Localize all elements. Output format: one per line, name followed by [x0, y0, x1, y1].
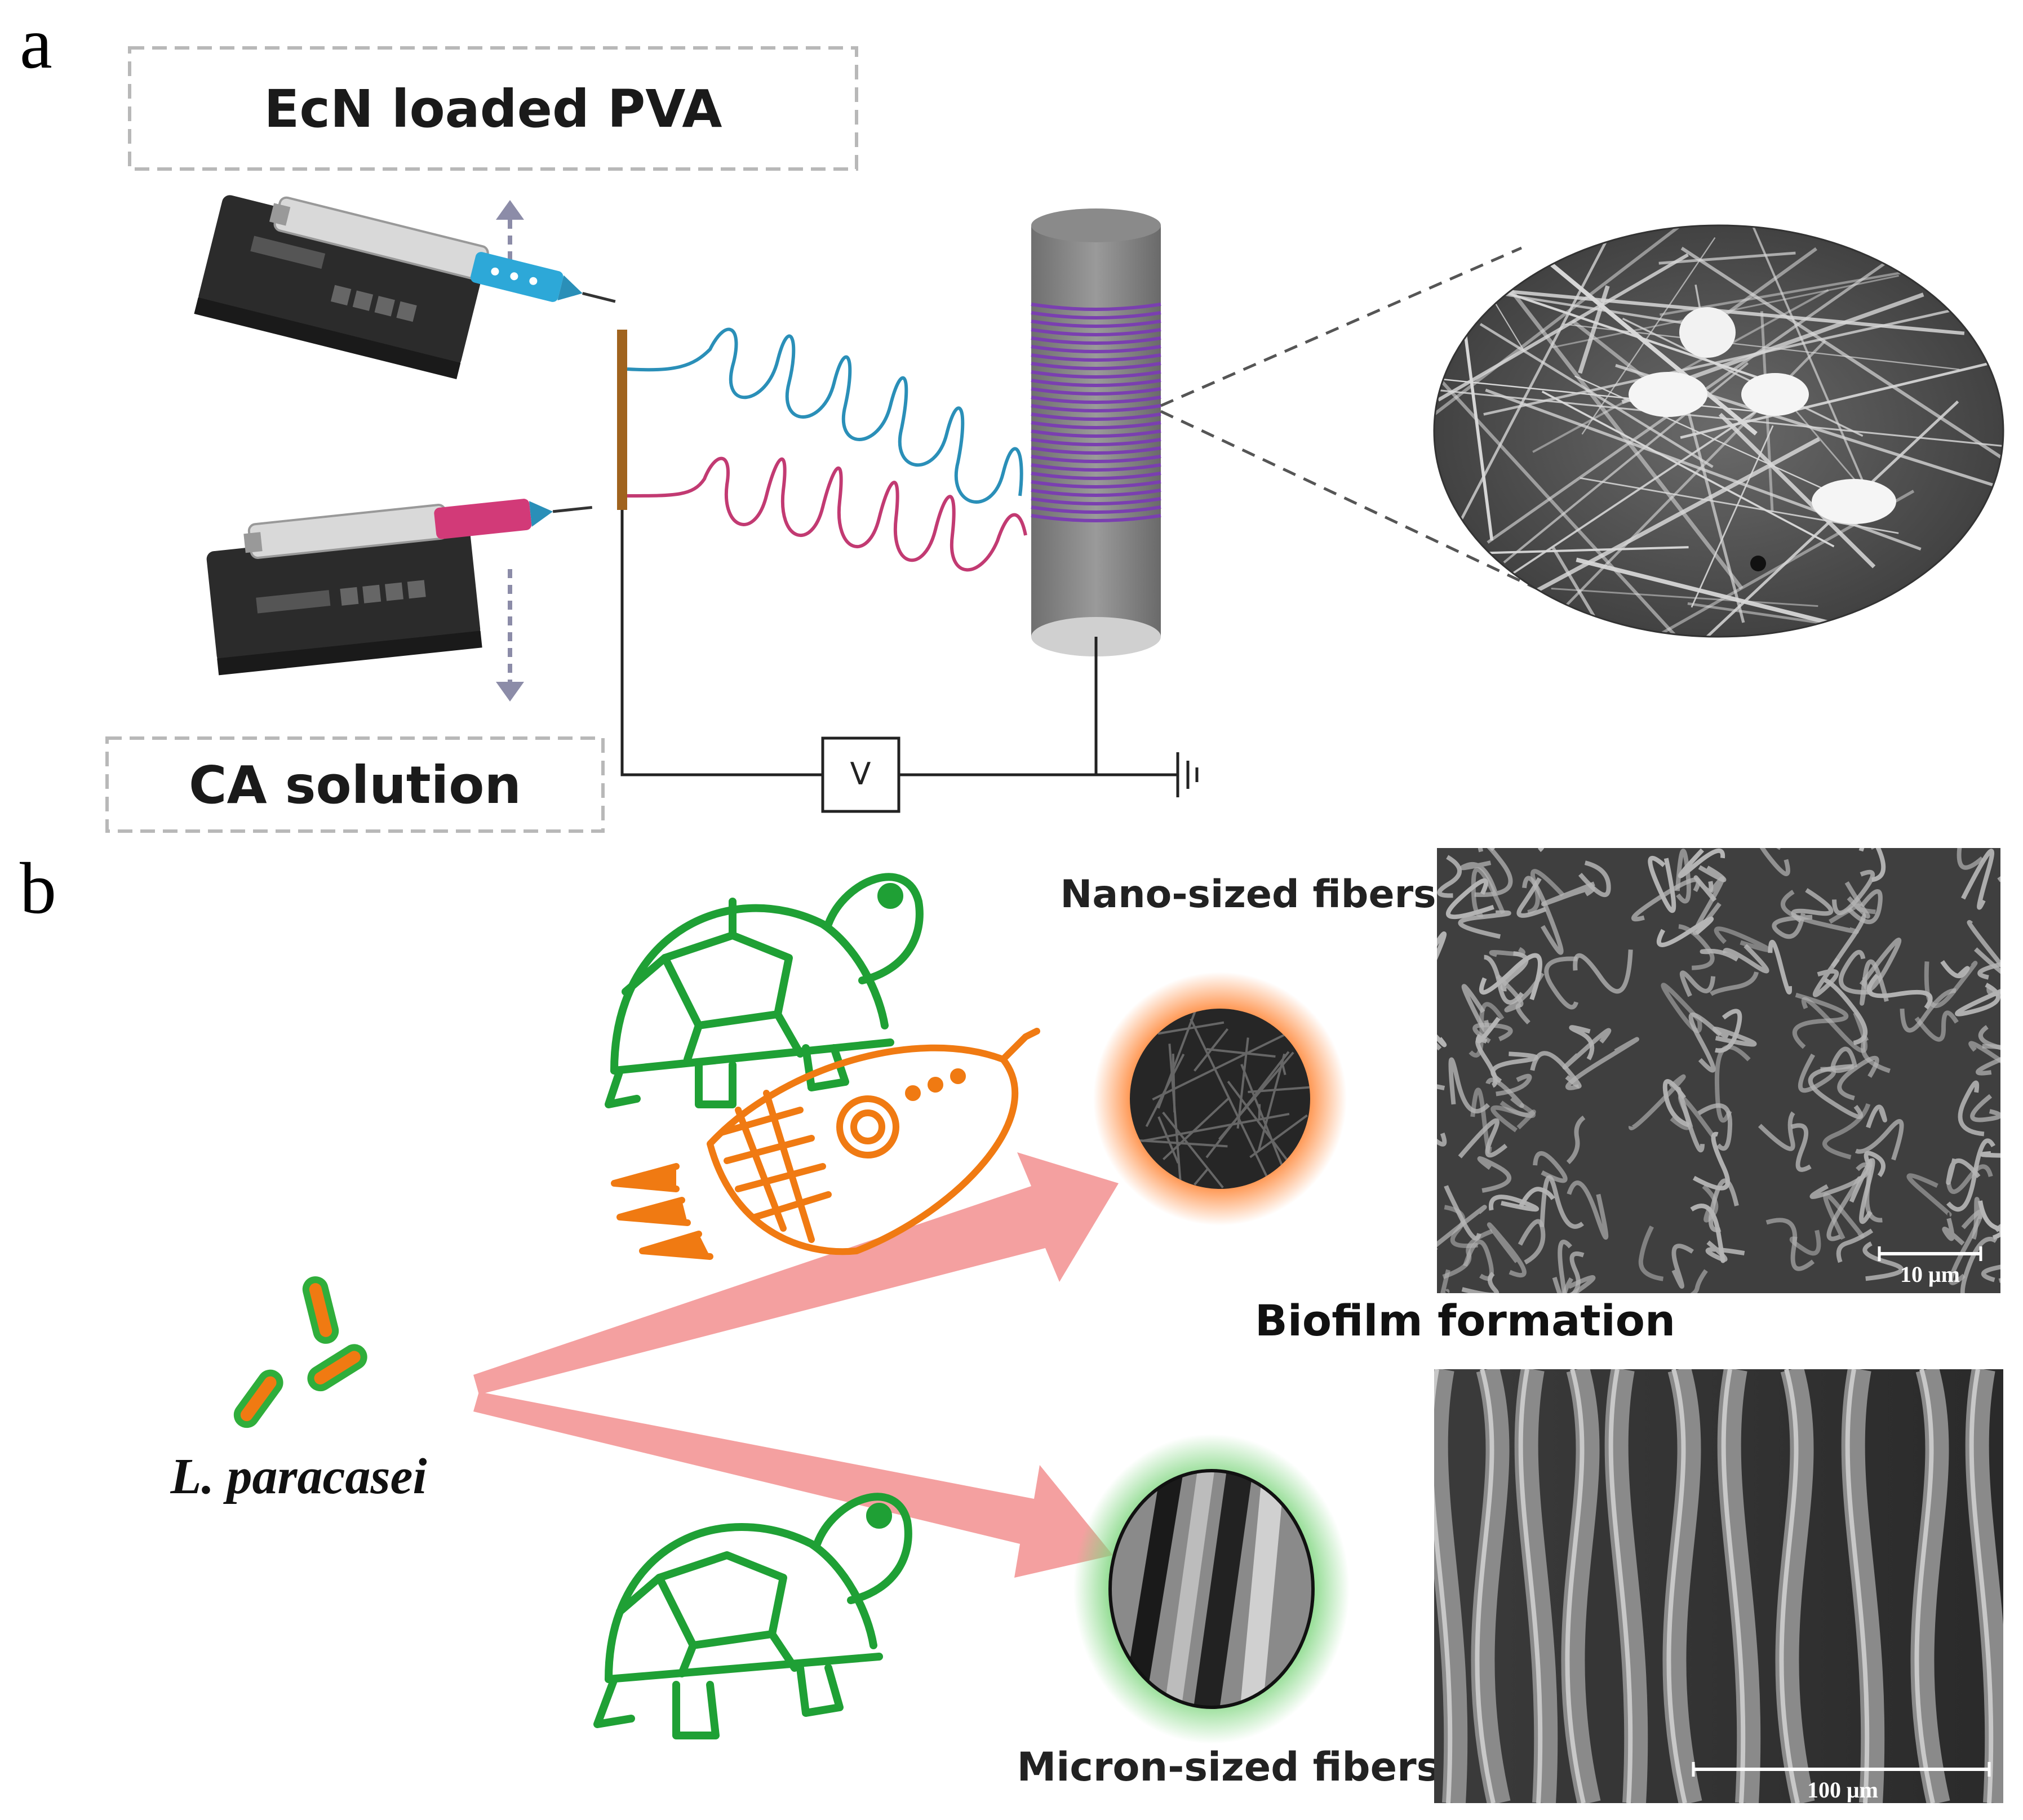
micron-label: Micron-sized fibers [1017, 1744, 1440, 1790]
nano-sem-image: 10 μm [1437, 848, 2000, 1293]
circuit-wires [620, 510, 1178, 776]
pink-jet [627, 456, 1027, 572]
sem-magnified-circle [1433, 224, 2004, 638]
zoom-line-bottom [1160, 410, 1556, 599]
ground-icon [1176, 752, 1199, 797]
voltmeter-label: V [850, 756, 871, 792]
micron-sem-image: 100 μm [1434, 1369, 2003, 1803]
syringe-pump-bottom-icon [206, 499, 593, 676]
bacteria-label: L. paracasei [170, 1449, 427, 1504]
zoom-line-top [1160, 246, 1523, 407]
rocket-icon [611, 1028, 1040, 1260]
bottom-solution-label: CA solution [189, 755, 521, 815]
top-solution-box [128, 46, 858, 171]
panel-a: a EcN loaded PVA CA solution [20, 3, 2004, 833]
turtle-icon [605, 873, 924, 1108]
spinneret-icon [617, 330, 627, 510]
down-arrow-icon [496, 569, 524, 702]
micron-fiber-disc [1073, 1434, 1350, 1744]
panel-b-label: b [20, 848, 56, 929]
collector-drum-icon [1031, 208, 1161, 656]
bacteria-icon [233, 1276, 367, 1428]
top-solution-label: EcN loaded PVA [264, 79, 722, 139]
micron-scale-label: 100 μm [1807, 1777, 1878, 1803]
nano-label: Nano-sized fibers [1060, 872, 1436, 917]
up-arrow-icon [496, 200, 524, 276]
nano-scale-label: 10 μm [1900, 1262, 1960, 1287]
panel-b: b L. paracasei [20, 848, 2003, 1803]
turtle-bottom-icon [593, 1493, 912, 1739]
syringe-pump-top-icon [194, 195, 616, 379]
nano-fiber-disc [1093, 972, 1347, 1226]
arrow-to-nano [473, 1152, 1119, 1395]
panel-a-label: a [20, 3, 52, 84]
voltage-source-icon: V [821, 736, 900, 813]
arrow-to-micron [473, 1392, 1113, 1578]
biofilm-label: Biofilm formation [1255, 1295, 1675, 1346]
bottom-solution-box [105, 736, 605, 833]
blue-jet [627, 327, 1023, 504]
